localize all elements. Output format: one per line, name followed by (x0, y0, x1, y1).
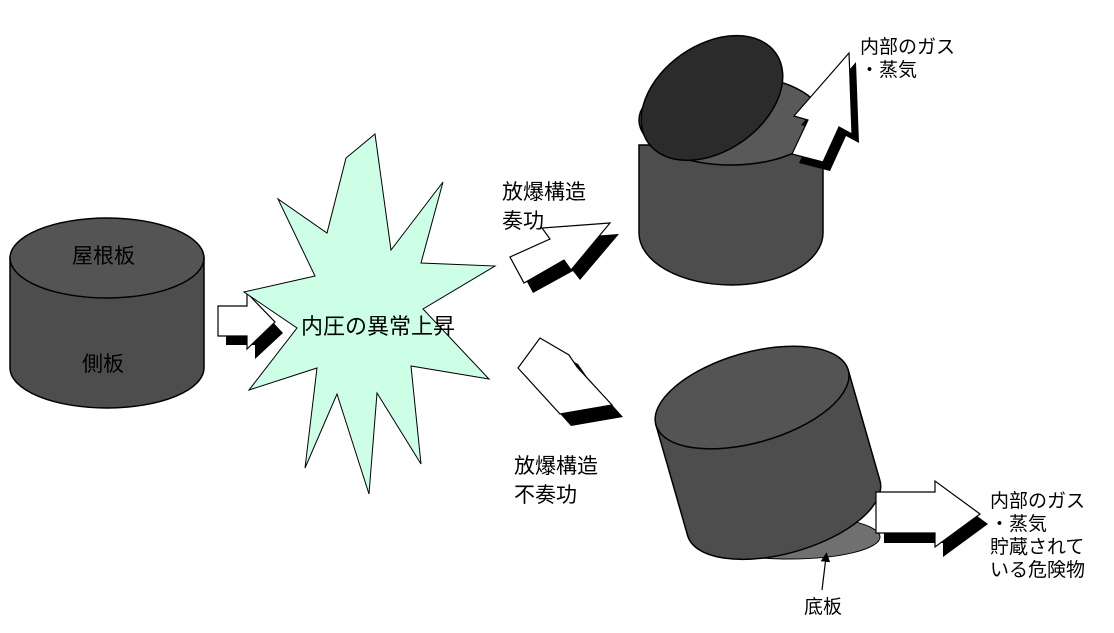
tank-vented (638, 34, 824, 286)
label-failure-line1: 放爆構造 (514, 454, 598, 478)
label-failure-line2: 不奏功 (514, 483, 577, 507)
tank-tilted (654, 345, 882, 561)
label-gas-bottom-line1: 内部のガス (990, 490, 1086, 512)
blown-lid (640, 34, 784, 162)
label-gas-bottom-line3: 貯蔵されて (990, 536, 1085, 558)
arrow-vent-up (791, 51, 859, 171)
label-success-line1: 放爆構造 (502, 180, 586, 204)
label-roof-plate: 屋根板 (72, 244, 135, 268)
bottom-plate-pointer (820, 552, 831, 591)
arrow-success (509, 222, 619, 293)
arrow-failure (517, 337, 623, 426)
label-side-plate: 側板 (82, 352, 124, 376)
label-bottom-plate: 底板 (804, 596, 843, 618)
tank-intact (9, 217, 205, 409)
label-gas-bottom-line4: いる危険物 (990, 559, 1086, 581)
pressure-starburst (242, 133, 497, 495)
label-gas-bottom: 内部のガス ・蒸気 貯蔵されて いる危険物 (990, 490, 1085, 582)
label-gas-top-line2: ・蒸気 (860, 59, 918, 81)
label-gas-bottom-line2: ・蒸気 (990, 513, 1048, 535)
label-pressure: 内圧の異常上昇 (301, 315, 456, 340)
arrow-release (875, 479, 988, 557)
label-success-line2: 奏功 (502, 209, 544, 233)
arrow-to-pressure (217, 291, 283, 359)
label-gas-top-line1: 内部のガス (860, 36, 956, 58)
label-failure: 放爆構造 不奏功 (514, 452, 598, 510)
label-gas-top: 内部のガス ・蒸気 (860, 36, 955, 82)
label-success: 放爆構造 奏功 (502, 178, 586, 236)
